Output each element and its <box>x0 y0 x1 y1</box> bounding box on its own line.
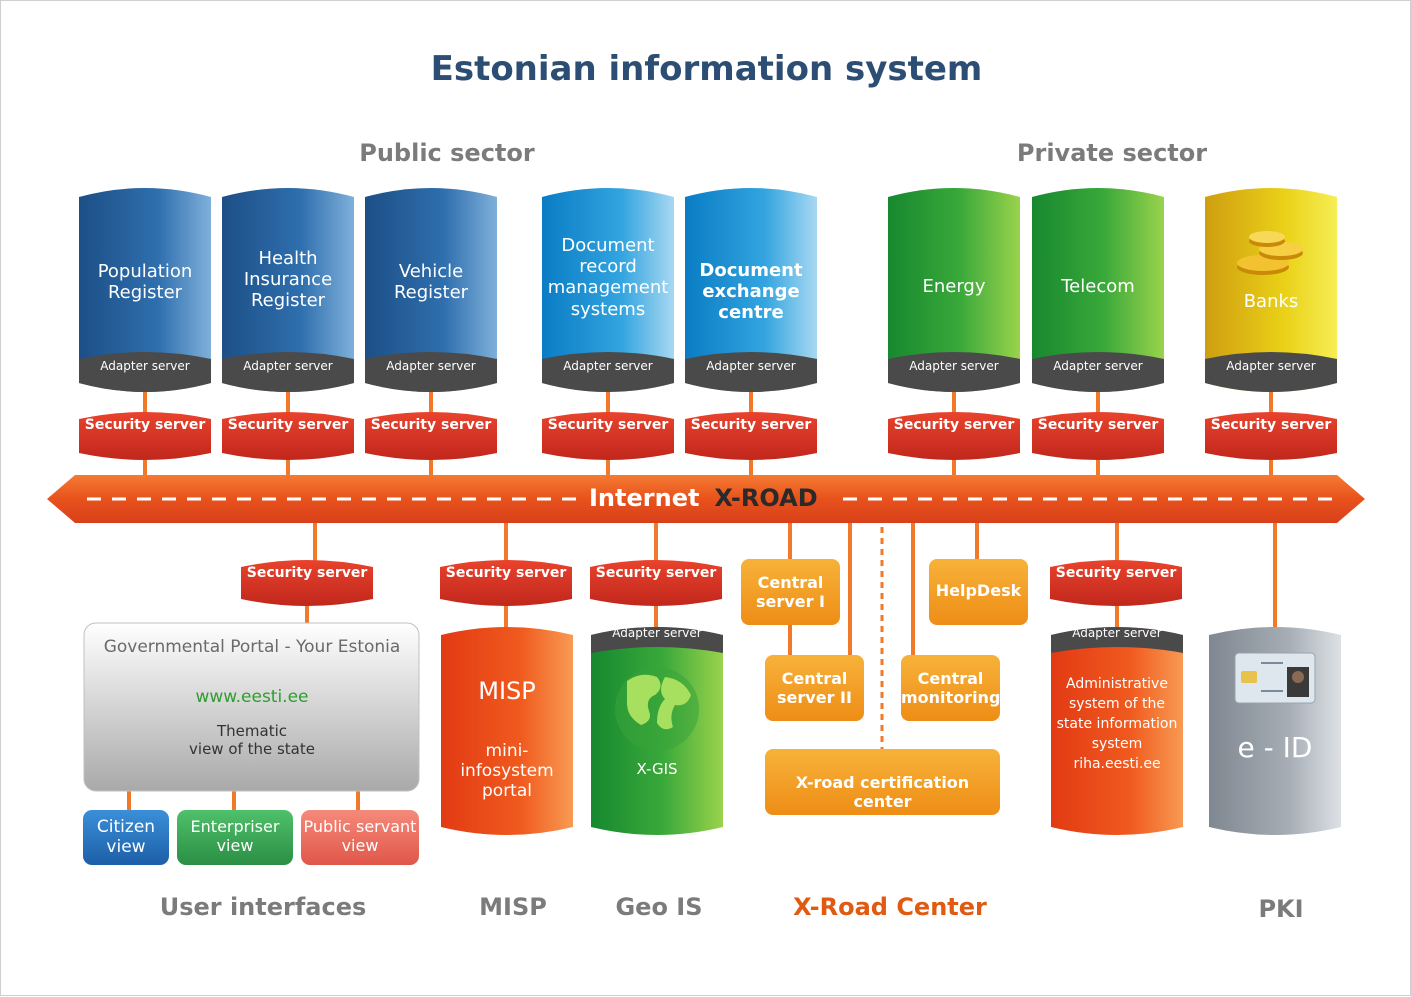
adapter-server-label: Adapter server <box>563 359 653 373</box>
central-monitoring-box: Central monitoring <box>901 669 1001 707</box>
eid-label: e - ID <box>1237 731 1313 764</box>
adapter-server-label: Adapter server <box>706 359 796 373</box>
coins-icon <box>1237 231 1303 275</box>
public-sector-label: Public sector <box>359 139 535 167</box>
register-label-health: Health Insurance Register <box>243 248 333 312</box>
security-server-label: Security server <box>1037 417 1159 433</box>
portal-title: Governmental Portal - Your Estonia <box>103 637 401 657</box>
security-server-label: Security server <box>84 417 206 433</box>
portal-box <box>83 622 420 792</box>
enterpriser-view-shape <box>177 810 293 865</box>
security-server-label: Security server <box>893 417 1015 433</box>
register-document-exchange-cylinder <box>685 188 817 392</box>
public-servant-view-button[interactable]: Public servant view <box>303 817 417 855</box>
misp-description: mini- infosystem portal <box>460 741 554 802</box>
security-server-label: Security server <box>595 565 717 581</box>
xroad-center-boxes <box>741 559 1028 815</box>
register-label-document-exchange: Document exchange centre <box>699 260 803 324</box>
security-server-label: Security server <box>690 417 812 433</box>
security-server-label: Security server <box>445 565 567 581</box>
bus-xroad-label: X-ROAD <box>714 484 818 512</box>
user-interfaces-label: User interfaces <box>159 893 367 921</box>
register-banks-cylinder <box>1205 188 1337 392</box>
page-title: Estonian information system <box>430 49 983 89</box>
security-server-label: Security server <box>1055 565 1177 581</box>
register-label-population: Population Register <box>97 261 193 304</box>
top-security-servers <box>79 412 1337 460</box>
register-energy-cylinder <box>888 188 1020 392</box>
enterpriser-view-button[interactable]: Enterpriser view <box>190 817 280 855</box>
xroad-center-label: X-Road Center <box>793 893 987 921</box>
register-telecom-cylinder <box>1032 188 1164 392</box>
private-sector-label: Private sector <box>1016 139 1208 167</box>
register-population-cylinder <box>79 188 211 392</box>
pki-label: PKI <box>1258 895 1304 923</box>
lower-security-servers <box>241 560 1182 606</box>
geo-is-label: Geo IS <box>615 893 703 921</box>
adapter-server-label: Adapter server <box>612 626 702 640</box>
id-card-icon <box>1234 652 1316 704</box>
helpdesk-box: HelpDesk <box>935 581 1022 600</box>
register-health-cylinder <box>222 188 354 392</box>
bus-internet-label: Internet <box>589 484 700 512</box>
citizen-view-shape <box>83 810 169 865</box>
public-servant-view-shape <box>301 810 419 865</box>
register-label-banks: Banks <box>1243 291 1299 312</box>
register-label-telecom: Telecom <box>1061 276 1135 297</box>
register-document-record-cylinder <box>542 188 674 392</box>
central-server-2-box: Central server II <box>777 669 852 707</box>
portal-url-link[interactable]: www.eesti.ee <box>195 687 309 707</box>
security-server-label: Security server <box>547 417 669 433</box>
adapter-server-label: Adapter server <box>243 359 333 373</box>
misp-title: MISP <box>478 677 536 705</box>
globe-icon <box>615 667 699 751</box>
security-server-label: Security server <box>370 417 492 433</box>
citizen-view-button[interactable]: Citizen view <box>96 817 156 858</box>
security-server-label: Security server <box>246 565 368 581</box>
security-server-label: Security server <box>1210 417 1332 433</box>
riha-cylinder <box>1051 627 1183 835</box>
portal-description: Thematic view of the state <box>189 722 315 758</box>
adapter-server-label: Adapter server <box>909 359 999 373</box>
central-server-1-box: Central server I <box>756 573 825 611</box>
xgis-label: X-GIS <box>636 760 678 778</box>
register-label-document-record: Document record management systems <box>547 235 669 320</box>
register-vehicle-cylinder <box>365 188 497 392</box>
adapter-server-label: Adapter server <box>1226 359 1316 373</box>
register-label-energy: Energy <box>922 276 986 297</box>
adapter-server-label: Adapter server <box>100 359 190 373</box>
adapter-server-label: Adapter server <box>1053 359 1143 373</box>
certification-center-box: X-road certification center <box>795 773 970 811</box>
security-server-label: Security server <box>227 417 349 433</box>
riha-description: Administrative system of the state infor… <box>1056 676 1178 772</box>
xroad-bus <box>47 475 1365 523</box>
misp-bottom-label: MISP <box>479 893 547 921</box>
register-label-vehicle: Vehicle Register <box>393 261 469 304</box>
adapter-server-label: Adapter server <box>1072 626 1162 640</box>
misp-cylinder <box>441 627 573 835</box>
adapter-server-label: Adapter server <box>386 359 476 373</box>
